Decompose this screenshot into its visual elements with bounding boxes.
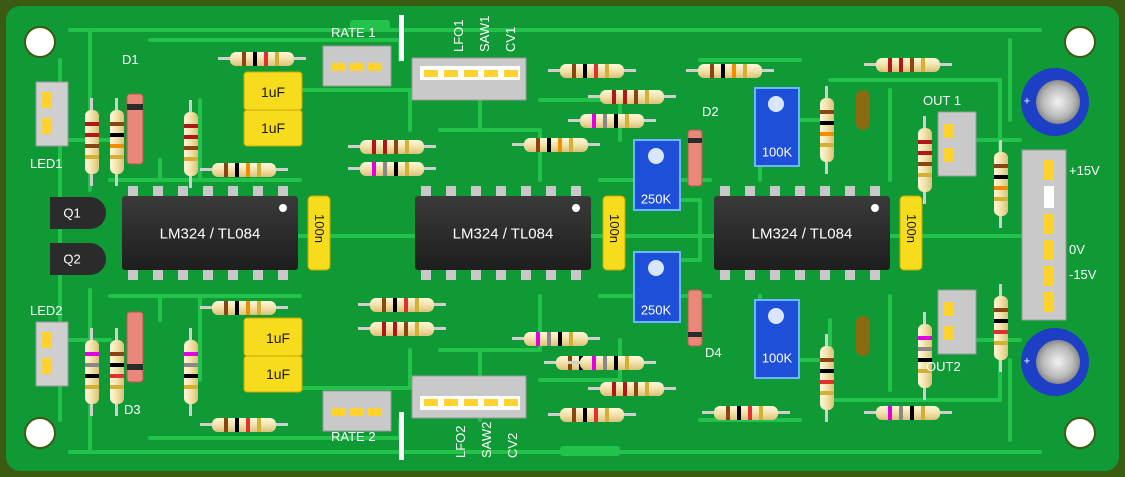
header-label: SAW1 (477, 15, 492, 52)
diode-label: D2 (702, 104, 719, 119)
film-cap-label: 1uF (265, 330, 291, 346)
resistor-icon (200, 418, 288, 432)
mounting-hole-icon (1064, 417, 1096, 449)
ic-label: LM324 / TL084 (751, 225, 853, 243)
resistor-icon (85, 98, 99, 186)
small-caps (856, 90, 870, 356)
film-cap-label: 1uF (265, 366, 291, 382)
rate-label: RATE 2 (331, 429, 376, 444)
trimmers (633, 87, 800, 379)
resistor-icon (588, 90, 676, 104)
resistor-icon (184, 328, 198, 416)
decoupling-cap-label: 100n (904, 214, 919, 243)
ic-label: LM324 / TL084 (159, 225, 261, 243)
header-label: SAW2 (479, 421, 494, 458)
resistor-icon (358, 298, 446, 312)
header-label: LFO2 (453, 425, 468, 458)
led-label: LED2 (30, 303, 63, 318)
led-label: LED1 (30, 156, 63, 171)
mounting-hole-icon (24, 417, 56, 449)
trimmer-label: 100K (761, 350, 793, 366)
polarity-mark: + (1023, 95, 1031, 108)
header-label: CV1 (503, 26, 518, 52)
film-caps (243, 71, 303, 393)
resistor-icon (512, 332, 600, 346)
resistor-icon (702, 406, 790, 420)
headers (322, 45, 1067, 432)
led-blocks (35, 81, 69, 387)
power-pos-label: +15V (1069, 163, 1100, 178)
trimmer-label: 250K (640, 191, 672, 207)
resistor-icon (994, 284, 1008, 372)
mounting-hole-icon (24, 26, 56, 58)
output-label: OUT 1 (923, 93, 962, 108)
diodes (126, 93, 703, 383)
resistor-icon (358, 322, 446, 336)
film-cap-label: 1uF (260, 120, 286, 136)
power-gnd-label: 0V (1069, 242, 1085, 257)
resistor-icon (568, 356, 656, 370)
mounting-hole-icon (1064, 26, 1096, 58)
resistor-icon (85, 328, 99, 416)
diode-label: D3 (124, 402, 141, 417)
resistor-icon (820, 334, 834, 422)
resistor-icon (548, 64, 636, 78)
diode-label: D4 (705, 345, 722, 360)
polarity-mark: + (1023, 355, 1031, 368)
header-label: CV2 (505, 432, 520, 458)
resistor-icon (110, 328, 124, 416)
ic-2 (415, 186, 591, 280)
resistor-icon (200, 163, 288, 177)
resistor-icon (994, 140, 1008, 228)
ic-label: LM324 / TL084 (452, 225, 554, 243)
resistor-icon (218, 52, 306, 66)
resistors-horizontal (200, 52, 952, 432)
transistor-label: Q2 (63, 251, 81, 267)
diode-label: D1 (122, 52, 139, 67)
ic-1 (122, 186, 298, 280)
resistor-icon (686, 64, 774, 78)
electrolytic-caps (1021, 68, 1089, 396)
decoupling-cap-label: 100n (607, 214, 622, 243)
resistor-icon (348, 162, 436, 176)
decoupling-caps (307, 195, 923, 271)
transistor-label: Q1 (63, 205, 81, 221)
board-markers (399, 15, 404, 460)
resistor-icon (548, 408, 636, 422)
trimmer-label: 250K (640, 302, 672, 318)
resistor-icon (864, 406, 952, 420)
resistor-icon (512, 138, 600, 152)
transistors (50, 197, 106, 275)
film-cap-label: 1uF (260, 84, 286, 100)
ic-3 (714, 186, 890, 280)
resistor-icon (184, 100, 198, 188)
resistor-icon (918, 312, 932, 400)
resistor-icon (820, 86, 834, 174)
rate-label: RATE 1 (331, 25, 376, 40)
resistor-icon (568, 114, 656, 128)
resistor-icon (110, 98, 124, 186)
resistor-icon (200, 301, 288, 315)
resistor-icon (588, 382, 676, 396)
resistor-icon (918, 116, 932, 204)
resistor-icon (348, 140, 436, 154)
decoupling-cap-label: 100n (312, 214, 327, 243)
header-label: LFO1 (451, 19, 466, 52)
power-neg-label: -15V (1069, 267, 1097, 282)
output-label: OUT2 (926, 359, 961, 374)
resistors-vertical (85, 86, 1008, 422)
trimmer-label: 100K (761, 144, 793, 160)
copper-pads-row (350, 20, 620, 456)
mounting-holes (24, 26, 1096, 449)
resistor-icon (864, 58, 952, 72)
